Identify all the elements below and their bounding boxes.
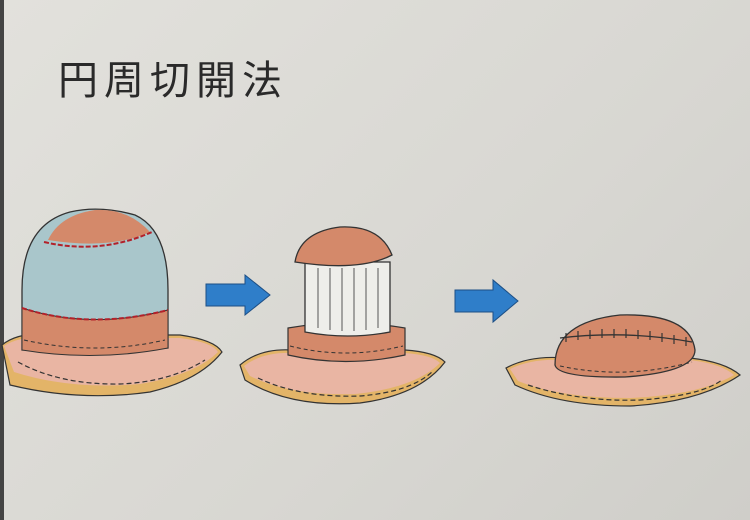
excised-cap [294,226,393,267]
arrow-right-icon-1 [205,273,271,317]
incision-line-bottom [21,307,169,321]
paper-edge [0,0,4,520]
diagram-title: 円周切開法 [58,58,288,104]
dome-bottom-skin [21,307,169,357]
suture-stitches [565,329,687,346]
dome-top-skin [48,209,150,244]
excised-cylinder [304,261,391,337]
sutured-dome [554,314,696,378]
figure-sutured [505,314,741,407]
figure-before [1,208,223,397]
arrow-right-icon-2 [454,278,519,324]
incision-line-top [43,231,153,248]
figure-excision [239,226,446,405]
